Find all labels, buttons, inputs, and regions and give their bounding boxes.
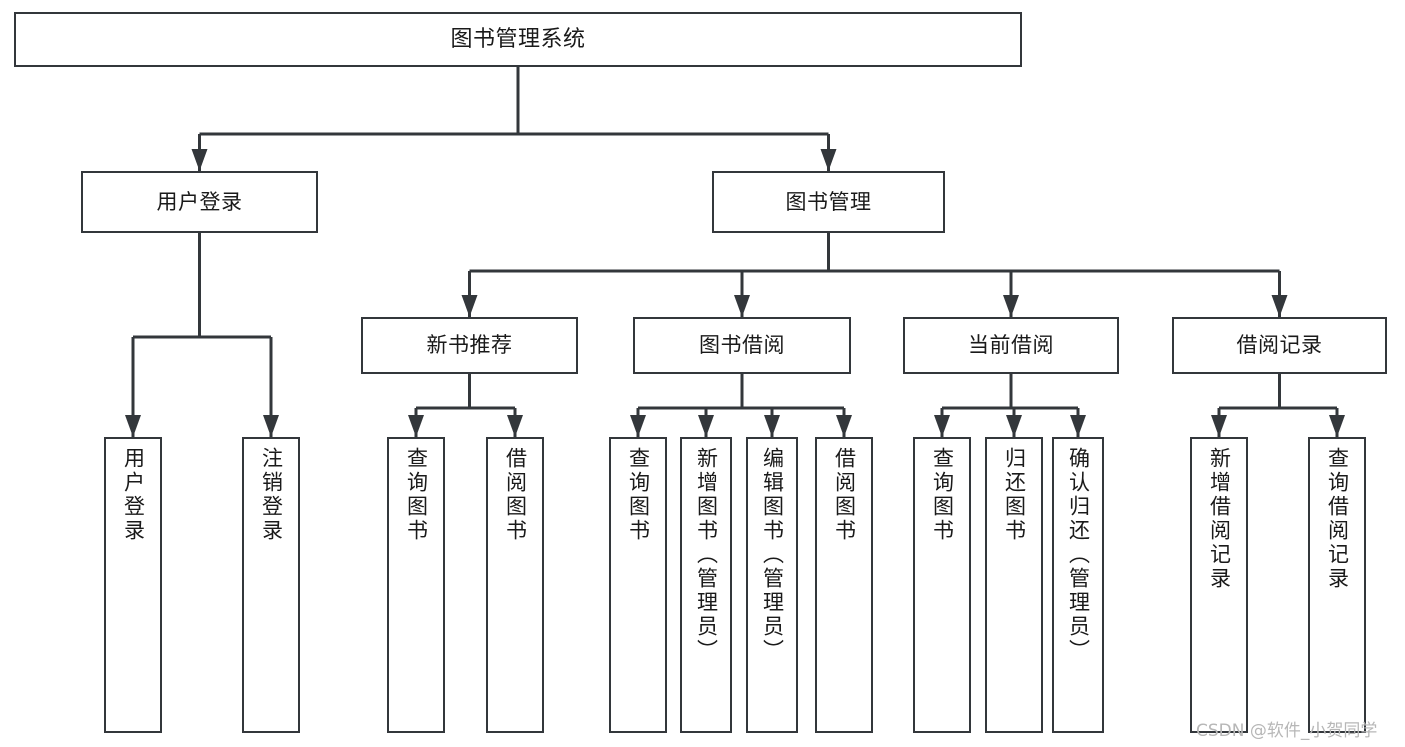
node-label: 借阅图书 (832, 447, 857, 543)
node-leaf-query-book-2[interactable]: 查询图书 (609, 437, 667, 733)
arrowhead-icon (263, 415, 279, 437)
watermark: CSDN @软件_小贺同学 (1196, 721, 1378, 741)
node-user-login[interactable]: 用户登录 (81, 171, 318, 233)
node-label: 当前借阅 (968, 333, 1054, 358)
node-leaf-user-login[interactable]: 用户登录 (104, 437, 162, 733)
arrowhead-icon (1003, 295, 1019, 317)
node-label: 用户登录 (121, 447, 146, 543)
node-book-borrow[interactable]: 图书借阅 (633, 317, 851, 374)
node-leaf-confirm-return[interactable]: 确认归还（管理员） (1052, 437, 1104, 733)
node-current-borrow[interactable]: 当前借阅 (903, 317, 1119, 374)
node-label: 注销登录 (259, 447, 284, 543)
node-label: 用户登录 (156, 189, 243, 214)
arrowhead-icon (507, 415, 523, 437)
node-label: 图书管理 (785, 189, 872, 214)
node-label: 借阅记录 (1236, 333, 1323, 358)
arrowhead-icon (1006, 415, 1022, 437)
node-leaf-query-book-3[interactable]: 查询图书 (913, 437, 971, 733)
arrowhead-icon (764, 415, 780, 437)
arrowhead-icon (125, 415, 141, 437)
arrowhead-icon (698, 415, 714, 437)
node-leaf-return-book[interactable]: 归还图书 (985, 437, 1043, 733)
node-label: 新书推荐 (426, 333, 513, 358)
node-label: 归还图书 (1002, 447, 1027, 543)
arrowhead-icon (461, 295, 478, 317)
node-leaf-query-record[interactable]: 查询借阅记录 (1308, 437, 1366, 733)
arrowhead-icon (820, 149, 837, 171)
node-leaf-logout[interactable]: 注销登录 (242, 437, 300, 733)
node-leaf-edit-book[interactable]: 编辑图书（管理员） (746, 437, 798, 733)
arrowhead-icon (1271, 295, 1288, 317)
node-book-manage[interactable]: 图书管理 (712, 171, 945, 233)
node-label: 查询图书 (930, 447, 955, 543)
arrowhead-icon (1070, 415, 1086, 437)
node-leaf-add-record[interactable]: 新增借阅记录 (1190, 437, 1248, 733)
node-label: 新增图书（管理员） (694, 447, 719, 663)
arrowhead-icon (934, 415, 950, 437)
node-label: 借阅图书 (503, 447, 528, 543)
node-leaf-borrow-book-2[interactable]: 借阅图书 (815, 437, 873, 733)
arrowhead-icon (836, 415, 852, 437)
arrowhead-icon (630, 415, 646, 437)
connector-group (125, 67, 1345, 437)
node-label: 查询图书 (626, 447, 651, 543)
node-leaf-add-book[interactable]: 新增图书（管理员） (680, 437, 732, 733)
node-new-book-rec[interactable]: 新书推荐 (361, 317, 578, 374)
node-label: 编辑图书（管理员） (760, 447, 785, 663)
node-label: 图书管理系统 (450, 26, 586, 52)
node-label: 查询图书 (404, 447, 429, 543)
node-label: 确认归还（管理员） (1066, 447, 1091, 663)
arrowhead-icon (734, 295, 750, 317)
arrowhead-icon (408, 415, 424, 437)
node-root[interactable]: 图书管理系统 (14, 12, 1022, 67)
arrowhead-icon (1329, 415, 1345, 437)
node-leaf-query-book-1[interactable]: 查询图书 (387, 437, 445, 733)
arrowhead-icon (191, 149, 208, 171)
node-leaf-borrow-book-1[interactable]: 借阅图书 (486, 437, 544, 733)
node-label: 新增借阅记录 (1207, 447, 1232, 591)
node-label: 查询借阅记录 (1325, 447, 1350, 591)
arrowhead-icon (1211, 415, 1227, 437)
node-label: 图书借阅 (699, 333, 785, 358)
node-borrow-record[interactable]: 借阅记录 (1172, 317, 1387, 374)
